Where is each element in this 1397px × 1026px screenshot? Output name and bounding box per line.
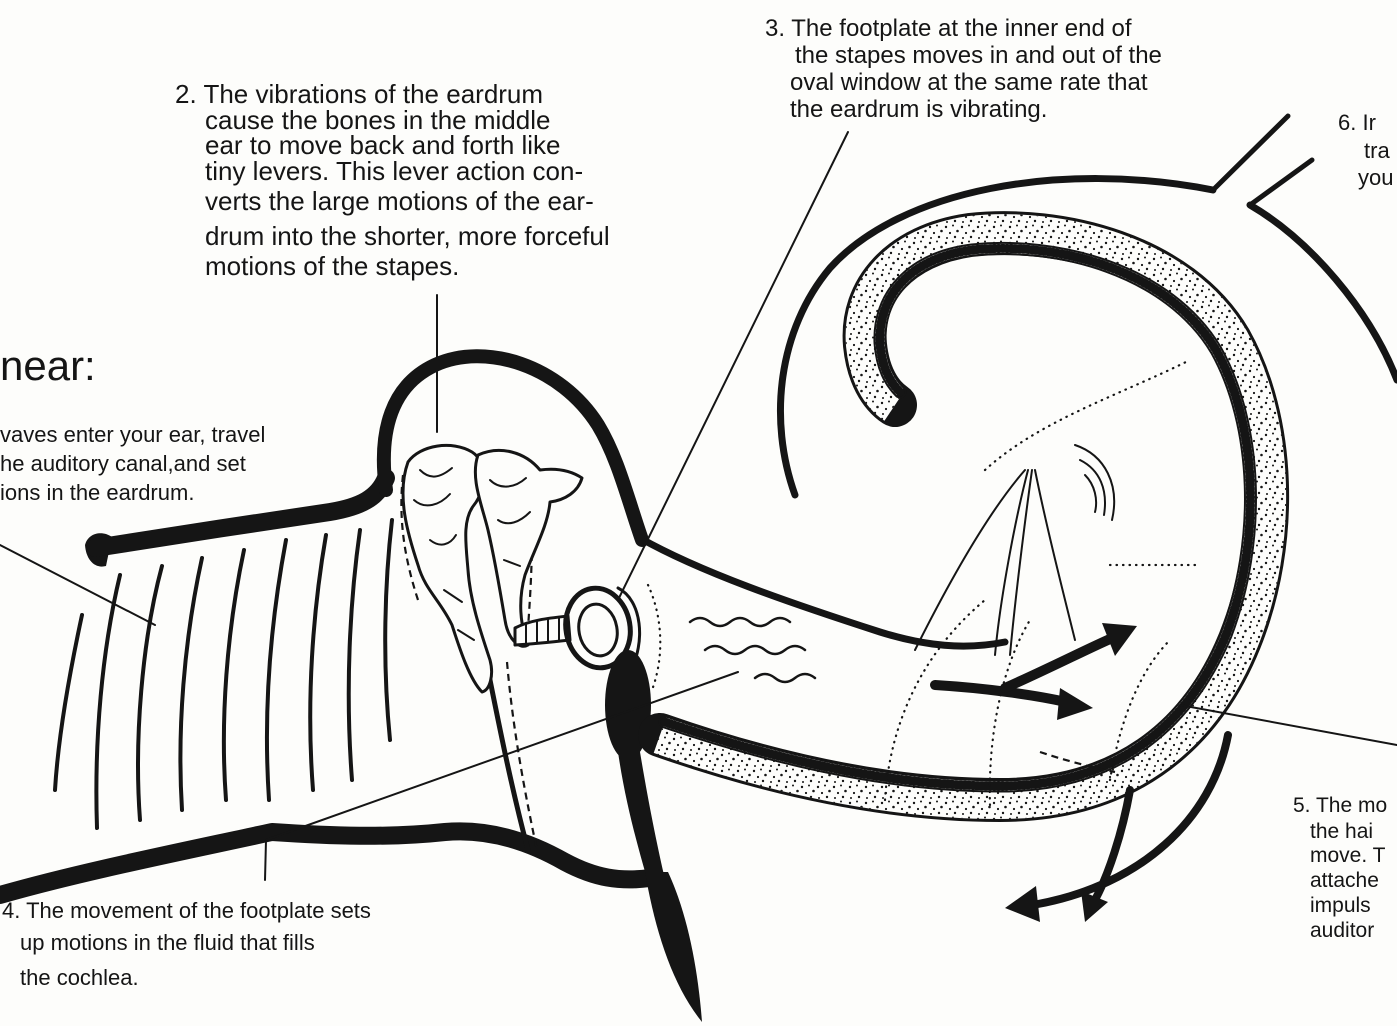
motion-arrow-head [1005, 886, 1040, 922]
caption-line: the stapes moves in and out of the [795, 42, 1162, 69]
step5-caption: 5. The mo the hai move. T attache impuls… [1293, 794, 1387, 942]
membrane-arcs [1075, 445, 1114, 520]
ear-canal-rib [180, 558, 202, 810]
caption-line: he auditory canal,and set [0, 451, 246, 476]
motion-arrow-shaft [1005, 639, 1110, 688]
caption-line: tra [1364, 138, 1390, 163]
eustachian-tube [605, 650, 702, 1022]
ear-canal-ribs [55, 520, 392, 828]
fan-line [1035, 470, 1075, 640]
caption-line: 5. The mo [1293, 794, 1387, 817]
caption-line: 3. The footplate at the inner end of [765, 15, 1132, 42]
step2-caption: 2. The vibrations of the eardrum cause t… [175, 79, 610, 281]
caption-line: attache [1310, 869, 1379, 892]
leader-line-step4 [265, 672, 738, 880]
caption-line: the eardrum is vibrating. [790, 96, 1047, 123]
fiber-dotted [985, 360, 1190, 470]
caption-line: move. T [1310, 844, 1386, 867]
leader-line-step1 [0, 545, 155, 625]
caption-line: 6. Ir [1338, 110, 1376, 135]
leader-line-step3 [618, 132, 848, 600]
caption-line: you [1358, 165, 1393, 190]
cochlea [640, 179, 1397, 805]
step1-caption: vaves enter your ear, travel he auditory… [0, 422, 265, 505]
caption-line: 4. The movement of the footplate sets [2, 898, 371, 923]
caption-line: tiny levers. This lever action con- [205, 156, 583, 186]
eardrum-lower-margin [488, 670, 528, 850]
ear-canal-rib [55, 615, 82, 790]
fiber-dotted [885, 600, 985, 800]
organ-fan-lines [915, 470, 1075, 655]
oval-window-edge [648, 585, 660, 690]
caption-line: impuls [1310, 894, 1371, 917]
section-heading: near: [0, 342, 96, 389]
caption-line: the hai [1310, 820, 1373, 843]
caption-line: up motions in the fluid that fills [20, 930, 315, 955]
caption-line: vaves enter your ear, travel [0, 422, 265, 447]
motion-arrow-head [1057, 688, 1093, 720]
caption-line: the cochlea. [20, 965, 139, 990]
ear-canal-bottom-wall [0, 831, 650, 895]
auditory-nerve-fiber [1213, 116, 1288, 190]
fan-line [995, 470, 1028, 655]
ear-canal-rib [224, 550, 244, 800]
ear-canal-rib [267, 540, 286, 800]
caption-line: motions of the stapes. [205, 251, 459, 281]
ear-canal-rib [138, 566, 162, 820]
eustachian-tube-neck [618, 752, 664, 875]
step6-caption: 6. Ir tra you [1338, 110, 1393, 190]
caption-line: verts the large motions of the ear- [205, 186, 594, 216]
membrane-arc [1075, 445, 1114, 520]
cochlea-tube-top [640, 538, 1005, 646]
hair-cell-row-outline [665, 248, 1250, 786]
eustachian-tube-end [645, 872, 702, 1022]
fluid-wave [705, 646, 805, 654]
ear-canal [0, 478, 650, 895]
caption-line: drum into the shorter, more forceful [205, 221, 610, 251]
hair-cell-row-interior [665, 248, 1250, 786]
fluid-waves [690, 618, 815, 682]
auditory-nerve [1213, 116, 1312, 205]
hair-cell-row [665, 248, 1250, 786]
ear-canal-rib [385, 520, 392, 740]
caption-line: ions in the eardrum. [0, 480, 194, 505]
middle-ear [384, 356, 660, 850]
ear-canal-rib [96, 575, 120, 828]
step3-caption: 3. The footplate at the inner end of the… [765, 15, 1162, 123]
fluid-wave [755, 674, 815, 682]
stapes-arm [515, 616, 570, 645]
ear-canal-rib [310, 535, 326, 790]
ear-canal-rib [349, 530, 360, 780]
caption-line: auditor [1310, 919, 1374, 942]
membrane-arc [1085, 475, 1096, 512]
cochlea-outer-wall-right [1250, 205, 1397, 380]
stapes-footplate-inner [575, 601, 621, 659]
step4-caption: 4. The movement of the footplate sets up… [2, 898, 371, 990]
caption-line: oval window at the same rate that [790, 69, 1148, 96]
auditory-nerve-fiber [1250, 160, 1312, 205]
fluid-wave [690, 618, 790, 626]
